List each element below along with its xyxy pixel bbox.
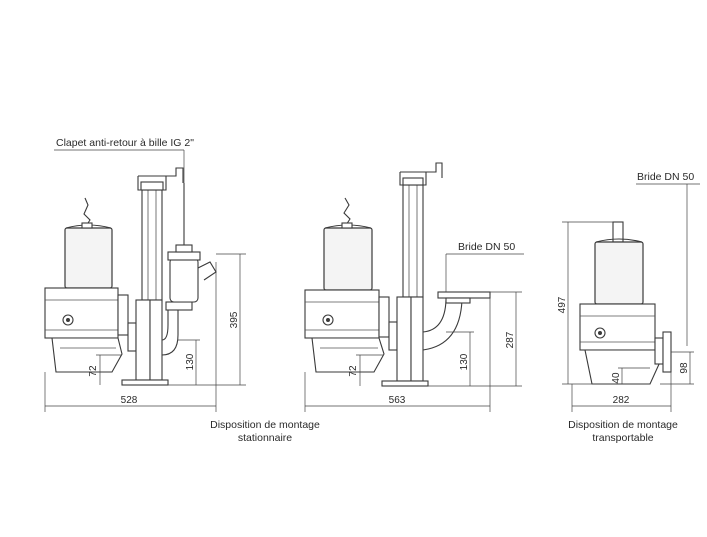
lifting-hook (343, 197, 351, 226)
callout-ball-valve: Clapet anti-retour à bille IG 2" (56, 137, 194, 149)
caption-stationary-line1: Disposition de montage (210, 419, 320, 431)
view-transportable: Bride DN 50 282 497 98 40 (557, 171, 700, 412)
dim-width: 563 (389, 395, 406, 406)
callout-flange: Bride DN 50 (637, 171, 694, 183)
drain-plug (322, 314, 334, 326)
discharge-elbow (161, 308, 179, 356)
view-stationary-dn: Bride DN 50 563 287 130 72 (304, 162, 524, 412)
dim-outlet-height: 130 (185, 353, 196, 370)
motor-housing (64, 227, 113, 289)
inlet-foot (51, 337, 123, 373)
dn50-flange (662, 331, 672, 373)
dim-width: 528 (121, 395, 138, 406)
guide-rail (141, 189, 163, 301)
dim-outlet-height: 130 (459, 353, 470, 370)
dim-height: 287 (505, 331, 516, 348)
base-plate (121, 379, 169, 386)
pump-body (44, 287, 119, 339)
dim-inlet-height: 72 (348, 365, 359, 377)
drain-plug (594, 327, 606, 339)
dim-height: 497 (557, 296, 568, 313)
dim-width: 282 (613, 395, 630, 406)
callout-flange: Bride DN 50 (458, 241, 515, 253)
duckfoot-coupling (135, 299, 151, 381)
drain-plug (62, 314, 74, 326)
caption-stationary-line2: stationnaire (238, 432, 292, 444)
base-plate (381, 380, 429, 387)
motor-housing (323, 227, 373, 291)
discharge-elbow (422, 299, 463, 351)
view-stationary-ig: Clapet anti-retour à bille IG 2" 528 395… (44, 137, 246, 412)
inlet-foot (311, 337, 385, 373)
dim-outlet-height: 98 (679, 362, 690, 374)
guide-rail (402, 184, 424, 298)
lifting-hook (83, 197, 91, 227)
dim-inlet-height: 72 (88, 365, 99, 377)
ball-check-valve (169, 257, 199, 303)
motor-housing (594, 241, 644, 305)
duckfoot-coupling (396, 296, 412, 382)
dim-height: 395 (229, 311, 240, 328)
caption-transportable-line1: Disposition de montage (568, 419, 678, 431)
dim-inlet-height: 40 (611, 372, 622, 384)
pump-body (579, 303, 656, 351)
pump-stand (584, 349, 661, 385)
pump-body (304, 289, 380, 339)
caption-transportable-line2: transportable (592, 432, 653, 444)
dn50-flange (437, 291, 491, 299)
